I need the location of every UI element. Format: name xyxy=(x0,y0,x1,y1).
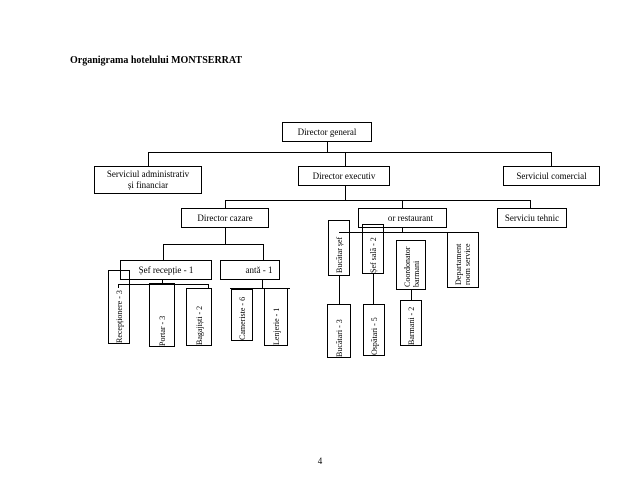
connector xyxy=(230,288,290,289)
portar-label: Portar - 3 xyxy=(158,315,167,346)
sef-sala-label: Șef sală - 2 xyxy=(369,237,378,273)
bucatari-label: Bucătari - 3 xyxy=(335,319,344,357)
connector xyxy=(225,200,530,201)
receptionere-label: Recepționere - 3 xyxy=(115,290,124,343)
document-title: Organigrama hotelului MONTSERRAT xyxy=(70,55,243,66)
connector xyxy=(148,152,551,153)
portar-box: Portar - 3 xyxy=(149,283,175,347)
coordonator-barmani-label: Coordonator barmani xyxy=(403,246,421,287)
sef-sala-box: Șef sală - 2 xyxy=(362,224,384,274)
connector xyxy=(402,200,403,208)
connector xyxy=(163,244,164,260)
connector xyxy=(345,186,346,200)
serviciu-tehnic-label: Serviciu tehnic xyxy=(504,212,560,223)
ospatari-box: Ospătari - 5 xyxy=(363,304,385,356)
connector xyxy=(208,284,209,288)
lenjerie-label: Lenjerie - 1 xyxy=(272,307,281,345)
ospatari-label: Ospătari - 5 xyxy=(370,317,379,355)
connector xyxy=(345,152,346,166)
director-restaurant-label: or restaurant xyxy=(387,212,434,223)
lenjerie-box: Lenjerie - 1 xyxy=(264,288,288,346)
connector xyxy=(327,142,328,152)
director-executiv-box: Director executiv xyxy=(298,166,390,186)
director-general-box: Director general xyxy=(282,122,372,142)
serviciul-comercial-box: Serviciul comercial xyxy=(503,166,600,186)
departament-room-service-label: Departament room service xyxy=(454,243,472,285)
bucatar-sef-box: Bucătar șef xyxy=(328,220,350,276)
sef-receptie-label: Șef recepție - 1 xyxy=(138,264,194,275)
receptionere-box: Recepționere - 3 xyxy=(108,270,130,344)
director-cazare-label: Director cazare xyxy=(197,212,253,223)
director-cazare-box: Director cazare xyxy=(181,208,269,228)
connector xyxy=(530,200,531,208)
serviciu-tehnic-box: Serviciu tehnic xyxy=(497,208,567,228)
director-executiv-label: Director executiv xyxy=(312,170,376,181)
bagajisti-label: Bagajiști - 2 xyxy=(195,305,204,345)
connector xyxy=(551,152,552,166)
connector xyxy=(118,284,119,288)
sef-receptie-box: Șef recepție - 1 xyxy=(120,260,212,280)
bucatari-box: Bucătari - 3 xyxy=(327,304,351,358)
coordonator-barmani-box: Coordonator barmani xyxy=(396,240,426,290)
departament-room-service-box: Departament room service xyxy=(447,232,479,288)
director-restaurant-box: or restaurant xyxy=(358,208,447,228)
cameriste-box: Cameriste - 6 xyxy=(231,289,253,341)
connector xyxy=(402,228,403,232)
serviciul-administrativ-label-2: și financiar xyxy=(127,180,169,190)
serviciul-administrativ-box: Serviciul administrativ și financiar xyxy=(94,166,202,194)
director-general-label: Director general xyxy=(297,126,357,137)
barmani-label: Barmani - 2 xyxy=(407,306,416,345)
serviciul-comercial-label: Serviciul comercial xyxy=(516,170,587,181)
connector xyxy=(225,200,226,208)
guvernanta-label: antă - 1 xyxy=(245,264,273,275)
connector xyxy=(163,244,263,245)
connector xyxy=(162,280,163,284)
connector xyxy=(262,280,263,288)
barmani-box: Barmani - 2 xyxy=(400,300,422,346)
connector xyxy=(148,152,149,166)
connector xyxy=(373,274,374,304)
bucatar-sef-label: Bucătar șef xyxy=(335,236,344,273)
connector xyxy=(263,244,264,260)
serviciul-administrativ-label-1: Serviciul administrativ xyxy=(106,169,190,179)
connector xyxy=(225,228,226,244)
connector xyxy=(118,284,208,285)
connector xyxy=(411,290,412,300)
connector xyxy=(339,276,340,304)
page-number: 4 xyxy=(317,456,323,466)
connector xyxy=(339,232,469,233)
cameriste-label: Cameriste - 6 xyxy=(238,296,247,340)
bagajisti-box: Bagajiști - 2 xyxy=(186,288,212,346)
guvernanta-box: antă - 1 xyxy=(220,260,280,280)
